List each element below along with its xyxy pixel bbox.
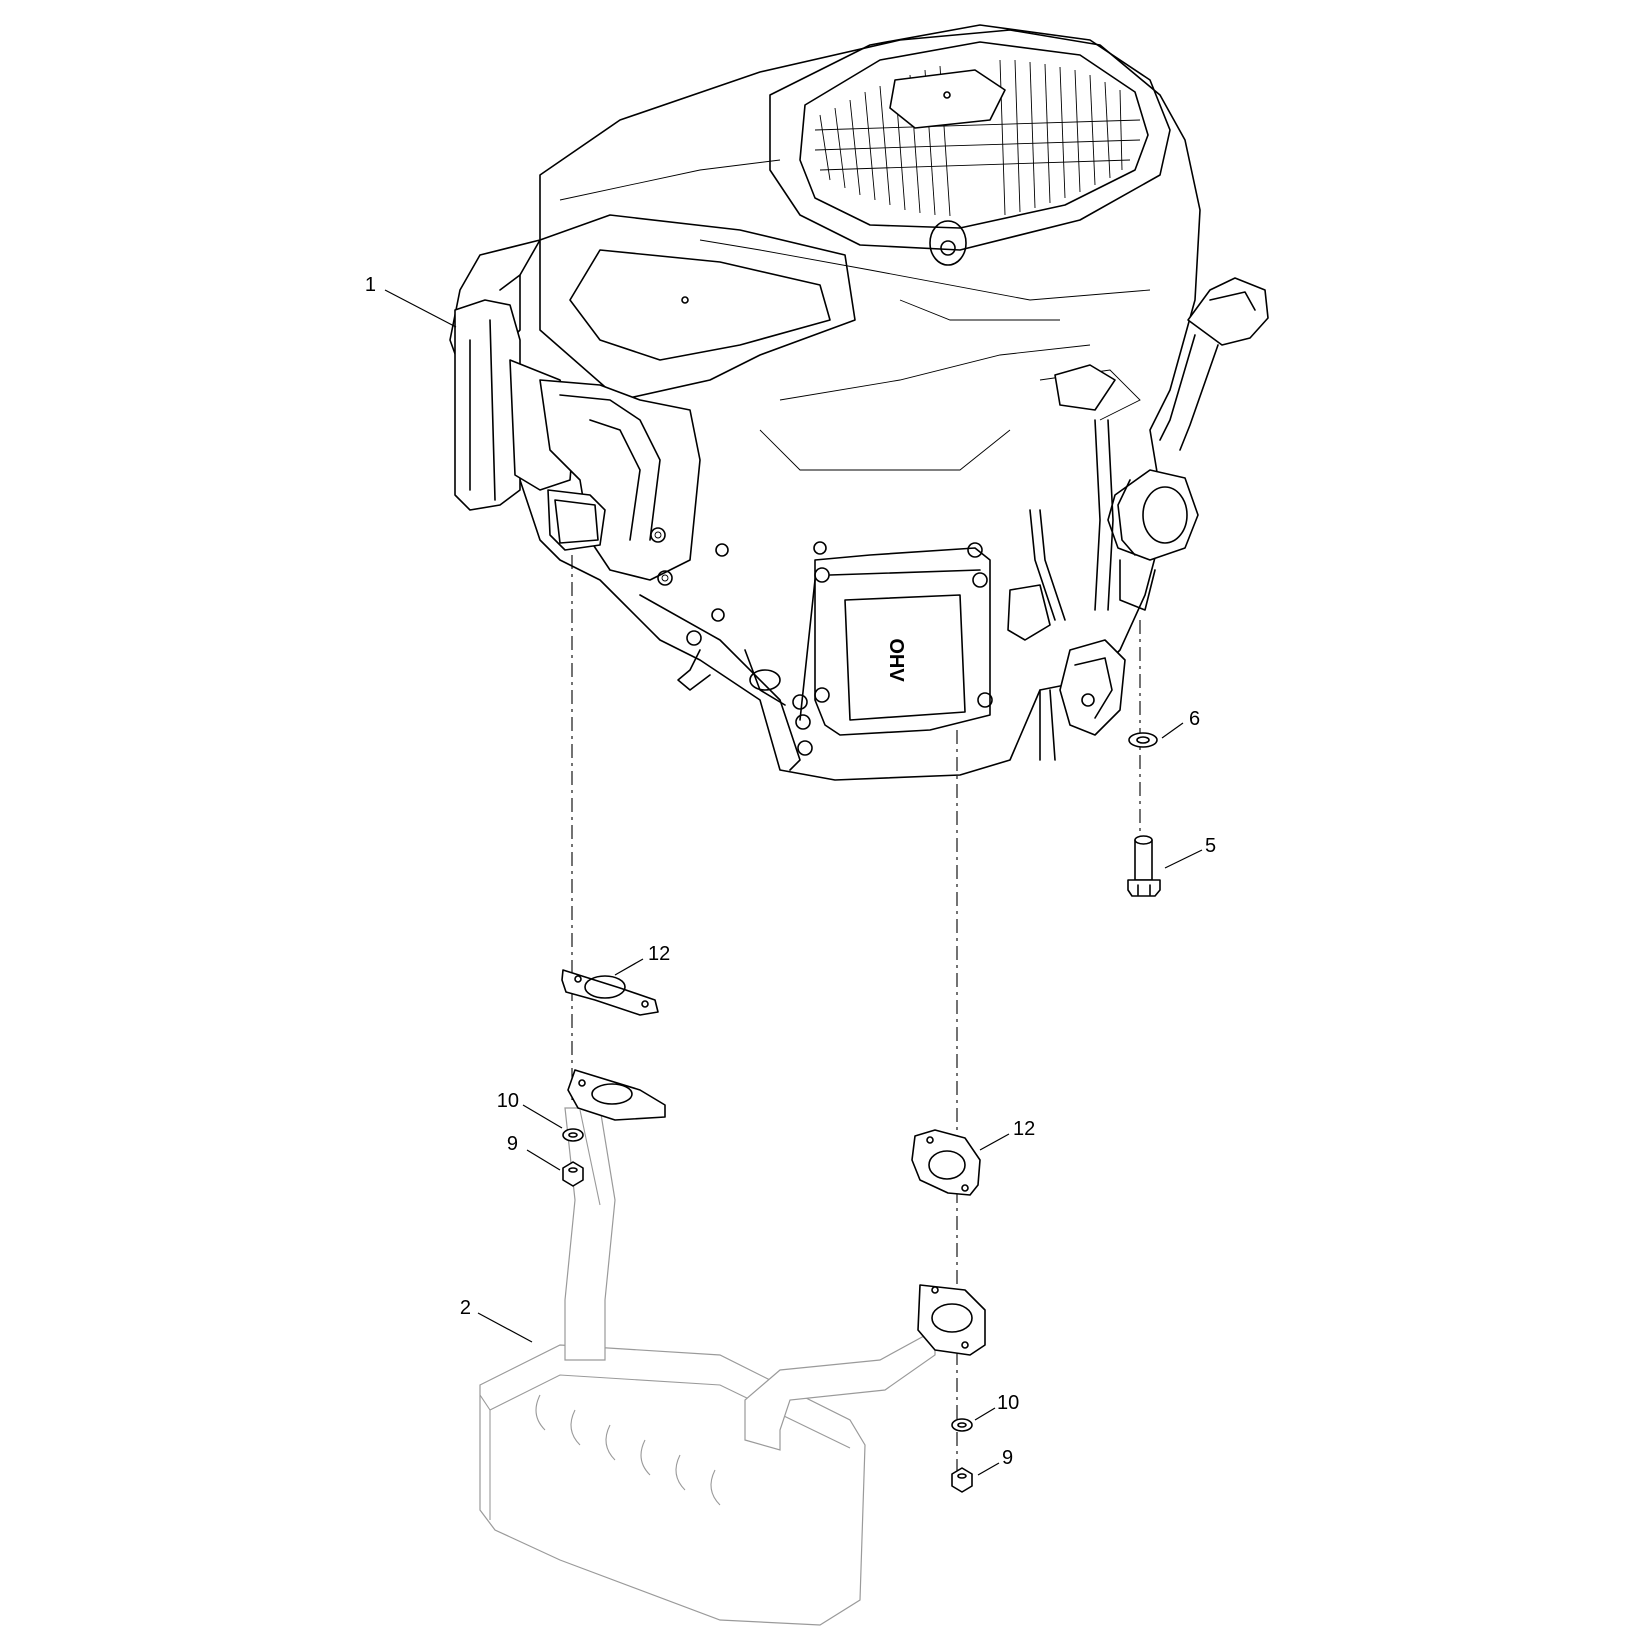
air-cleaner-cover [499, 214, 856, 401]
lock-washer-10-right [951, 1418, 973, 1432]
callout-6: 6 [1189, 708, 1200, 730]
bolt-5 [1127, 835, 1161, 897]
fuel-line [1007, 419, 1126, 761]
blower-housing [769, 24, 1171, 266]
callout-labels: 1 2 6 5 12 10 9 12 10 9 [365, 274, 1216, 1469]
intake-manifold [539, 379, 729, 646]
engine-base-bracket [639, 594, 813, 771]
fuel-pump [1107, 469, 1199, 611]
ohv-label: OHV [885, 638, 907, 682]
callout-12-lower: 12 [1013, 1118, 1035, 1140]
exhaust-gasket-lower [911, 1129, 981, 1196]
callout-5: 5 [1205, 835, 1216, 857]
engine-assembly: OHV [449, 24, 1269, 781]
left-side-housing [454, 299, 576, 511]
hex-nut-9-left [562, 1161, 584, 1187]
callout-9-right: 9 [1002, 1447, 1013, 1469]
callout-12-upper: 12 [648, 943, 670, 965]
muffler-2 [479, 1069, 986, 1626]
callout-10-right: 10 [997, 1392, 1019, 1414]
hex-nut-9-right [951, 1467, 973, 1493]
shroud-contour-lines [559, 159, 1151, 471]
callout-9-left: 9 [507, 1133, 518, 1155]
cylinder-head-bolts-left [650, 527, 729, 646]
valve-cover: OHV [799, 541, 993, 736]
callout-10-left: 10 [497, 1090, 519, 1112]
dipstick-tube [1159, 277, 1269, 451]
callout-1: 1 [365, 274, 376, 296]
callout-2: 2 [460, 1297, 471, 1319]
callout-leaders [384, 289, 1203, 1476]
exhaust-gasket-upper [561, 969, 659, 1016]
lock-washer-10-left [562, 1128, 584, 1142]
flat-washer-6 [1128, 732, 1158, 748]
